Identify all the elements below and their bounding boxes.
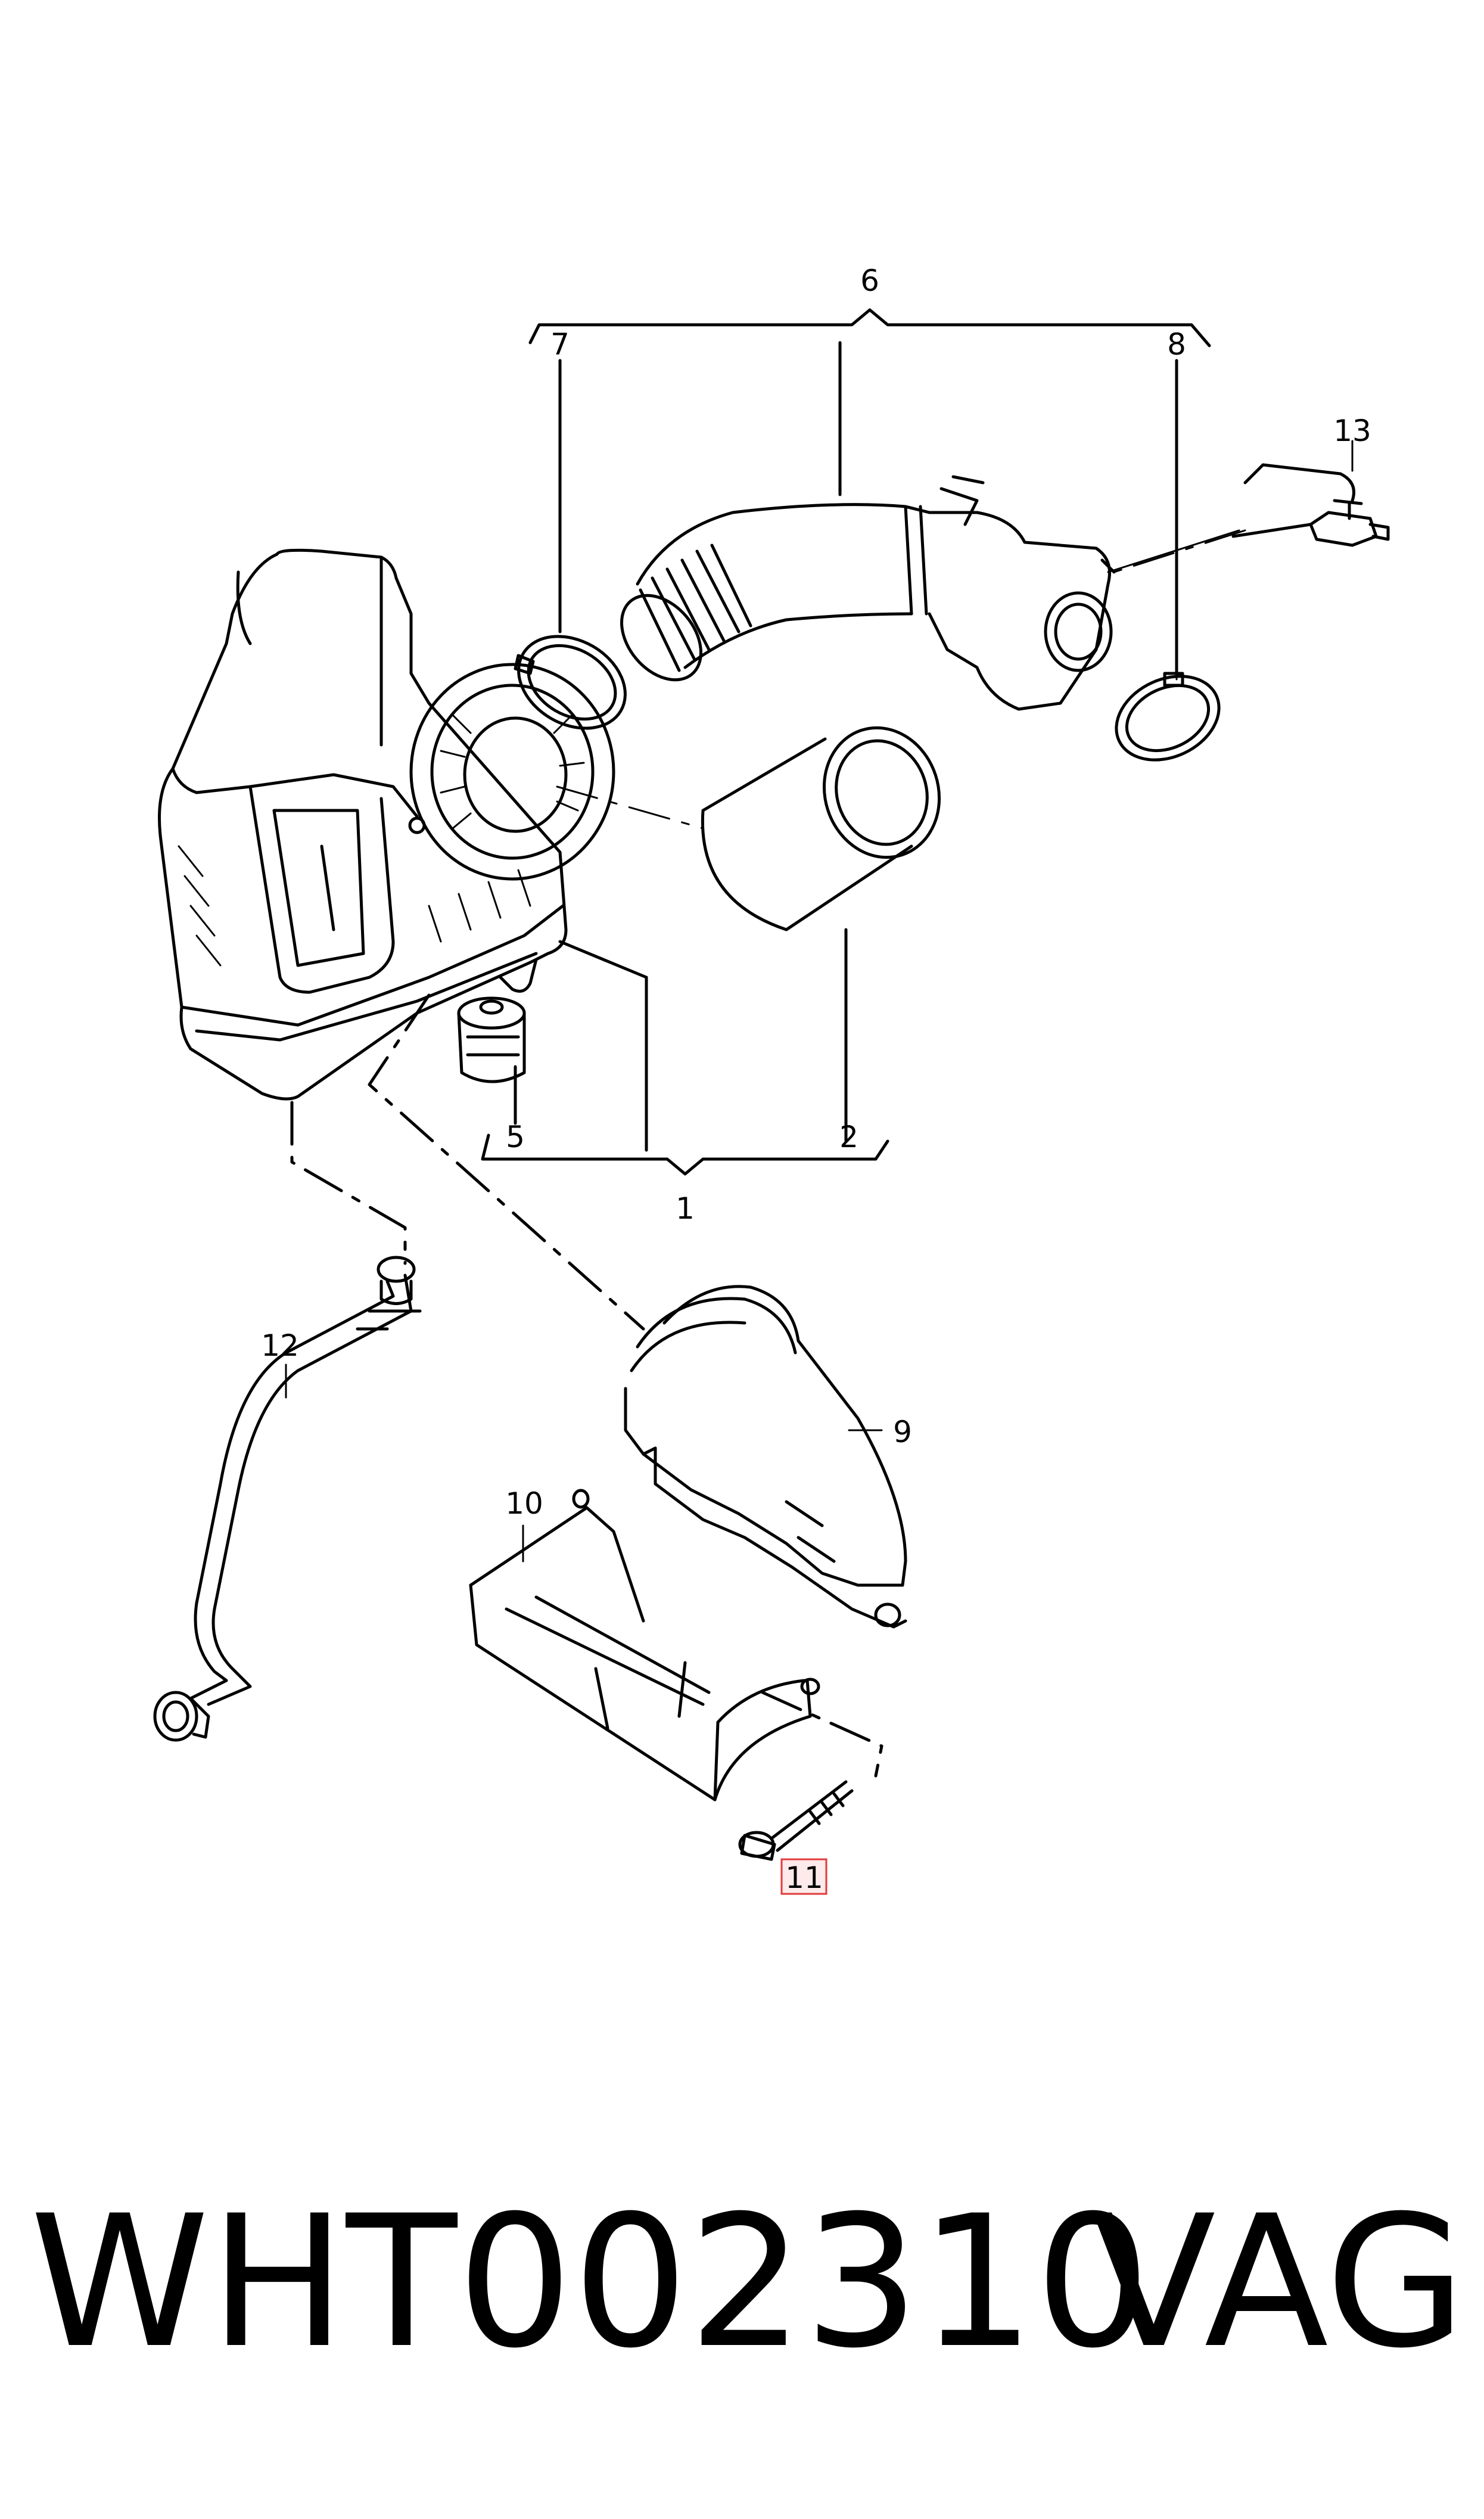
part-number: WHT002310	[30, 2176, 1151, 2388]
housing-ribs	[178, 714, 585, 967]
callout-5: 5	[506, 1120, 525, 1154]
hose-clamp-7	[514, 635, 627, 730]
drain-valve	[457, 996, 526, 1083]
filter-element	[701, 726, 941, 931]
callout-12: 12	[261, 1328, 299, 1363]
intake-duct	[624, 1285, 907, 1629]
callout-8: 8	[1167, 327, 1186, 362]
callout-11-highlight	[780, 1858, 827, 1895]
parts-diagram: 6 7 8 13 5 2 1 12 9 10 11	[153, 263, 1390, 1895]
callout-7: 7	[550, 327, 570, 362]
air-guide	[469, 1489, 820, 1801]
callout-9: 9	[893, 1415, 912, 1449]
hose-clamp-8	[1115, 672, 1221, 762]
screw-11	[738, 1780, 854, 1861]
footer: WHT002310 VAG	[0, 2157, 1484, 2408]
callout-13: 13	[1333, 414, 1371, 448]
sensor-13	[1231, 463, 1390, 547]
breather-hose	[153, 1256, 422, 1742]
brand-label: VAG	[1091, 2176, 1466, 2388]
intake-hose	[620, 475, 1116, 711]
callout-11: 11	[785, 1860, 823, 1895]
callout-2: 2	[839, 1120, 858, 1154]
dashed-lines	[290, 529, 1246, 1778]
callout-6: 6	[860, 263, 879, 298]
callout-10: 10	[505, 1486, 543, 1521]
bracket-group-1	[481, 928, 889, 1176]
callout-1: 1	[676, 1191, 695, 1226]
bracket-group-6	[528, 308, 1211, 675]
air-filter-housing	[158, 548, 615, 1101]
leader-lines	[285, 440, 1354, 1893]
